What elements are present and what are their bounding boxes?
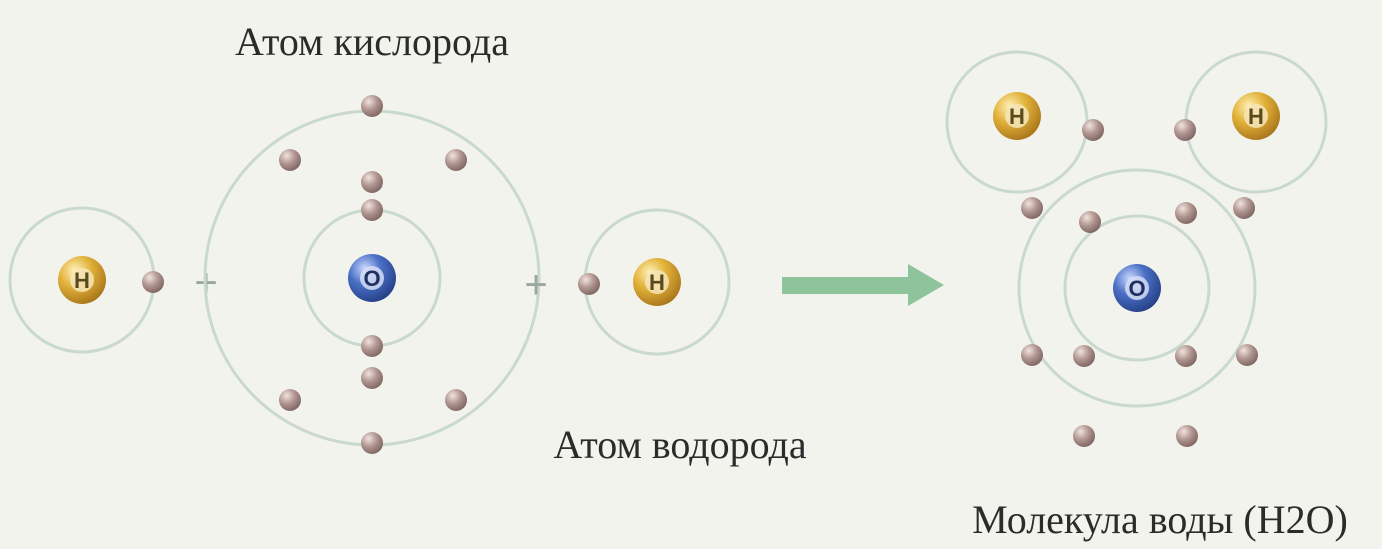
oxygen-outer-orbit bbox=[1017, 168, 1257, 408]
oxygen-atom-label: Атом кислорода bbox=[235, 19, 509, 64]
electron bbox=[279, 149, 301, 171]
plus-sign: + bbox=[524, 263, 547, 307]
electron bbox=[1079, 211, 1101, 233]
hydrogen-atom-label: Атом водорода bbox=[553, 422, 806, 467]
electron bbox=[279, 389, 301, 411]
oxygen-inner-orbit bbox=[1063, 214, 1211, 362]
electron bbox=[1073, 425, 1095, 447]
electron bbox=[1073, 345, 1095, 367]
hydrogen-atom-right: H bbox=[578, 208, 731, 356]
hydrogen-symbol: H bbox=[649, 270, 665, 295]
electron bbox=[361, 335, 383, 357]
oxygen-nucleus: O bbox=[348, 254, 396, 302]
water-molecule: H H O bbox=[945, 50, 1328, 447]
hydrogen-symbol: H bbox=[1009, 104, 1025, 129]
oxygen-symbol: O bbox=[363, 266, 380, 291]
electron bbox=[578, 273, 600, 295]
shared-electron bbox=[1233, 197, 1255, 219]
shared-electron bbox=[1082, 119, 1104, 141]
hydrogen-symbol: H bbox=[1248, 104, 1264, 129]
electron bbox=[361, 367, 383, 389]
reaction-arrow bbox=[782, 264, 944, 306]
electron bbox=[142, 271, 164, 293]
electron bbox=[361, 95, 383, 117]
hydrogen-symbol: H bbox=[74, 268, 90, 293]
electron bbox=[1176, 425, 1198, 447]
shared-electron bbox=[1174, 119, 1196, 141]
electron bbox=[1236, 344, 1258, 366]
electron bbox=[1175, 345, 1197, 367]
hydrogen-atom-left: H bbox=[8, 206, 164, 354]
water-molecule-label: Молекула воды (H2O) bbox=[972, 497, 1348, 542]
electron bbox=[445, 149, 467, 171]
electron bbox=[361, 171, 383, 193]
oxygen-atom: O bbox=[203, 95, 541, 454]
oxygen-nucleus: O bbox=[1113, 264, 1161, 312]
hydrogen-nucleus: H bbox=[58, 256, 106, 304]
electron bbox=[1175, 202, 1197, 224]
hydrogen-nucleus-right: H bbox=[1232, 92, 1280, 140]
electron bbox=[1021, 344, 1043, 366]
shared-electron bbox=[1021, 197, 1043, 219]
hydrogen-nucleus-left: H bbox=[993, 92, 1041, 140]
electron bbox=[361, 199, 383, 221]
hydrogen-nucleus: H bbox=[633, 258, 681, 306]
electron bbox=[361, 432, 383, 454]
oxygen-symbol: O bbox=[1128, 276, 1145, 301]
electron bbox=[445, 389, 467, 411]
